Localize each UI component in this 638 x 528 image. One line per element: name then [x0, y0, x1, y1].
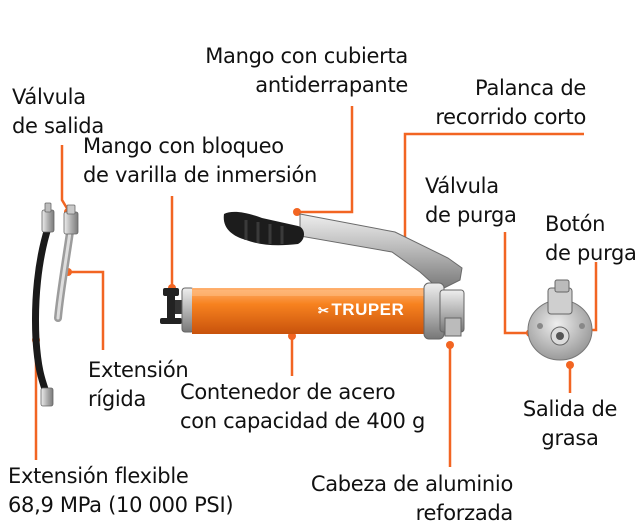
leader-mango-cubierta — [297, 106, 354, 214]
label-salida-grasa: Salida de grasa — [522, 397, 618, 450]
label-valvula-purga: Válvula de purga — [425, 174, 517, 227]
label-mango-bloqueo: Mango con bloqueo de varilla de inmersió… — [83, 134, 318, 187]
label-boton-purga: Botón de purga — [545, 212, 637, 265]
label-extension-flexible: Extensión flexible 68,9 MPa (10 000 PSI) — [8, 464, 234, 517]
label-palanca: Palanca de recorrido corto — [435, 76, 586, 129]
truper-logo: ✂TRUPER — [318, 300, 428, 320]
lever-handle — [223, 211, 463, 291]
label-valvula-salida: Válvula de salida — [12, 85, 104, 138]
barrel — [181, 282, 465, 340]
rigid-extension — [54, 204, 79, 322]
flexible-extension — [32, 202, 55, 407]
label-mango-cubierta: Mango con cubierta antiderrapante — [205, 44, 408, 97]
label-extension-rigida: Extensión rígida — [88, 358, 189, 411]
leader-valvula-purga — [503, 232, 530, 335]
logo-mark-icon: ✂ — [318, 303, 330, 318]
label-contenedor: Contenedor de acero con capacidad de 400… — [180, 380, 425, 433]
label-cabeza: Cabeza de aluminio reforzada — [310, 472, 513, 525]
brand-name: TRUPER — [331, 300, 405, 319]
leader-extension-rigida — [68, 270, 105, 350]
head-bottom-view — [527, 279, 593, 361]
leader-valvula-salida — [60, 145, 70, 211]
